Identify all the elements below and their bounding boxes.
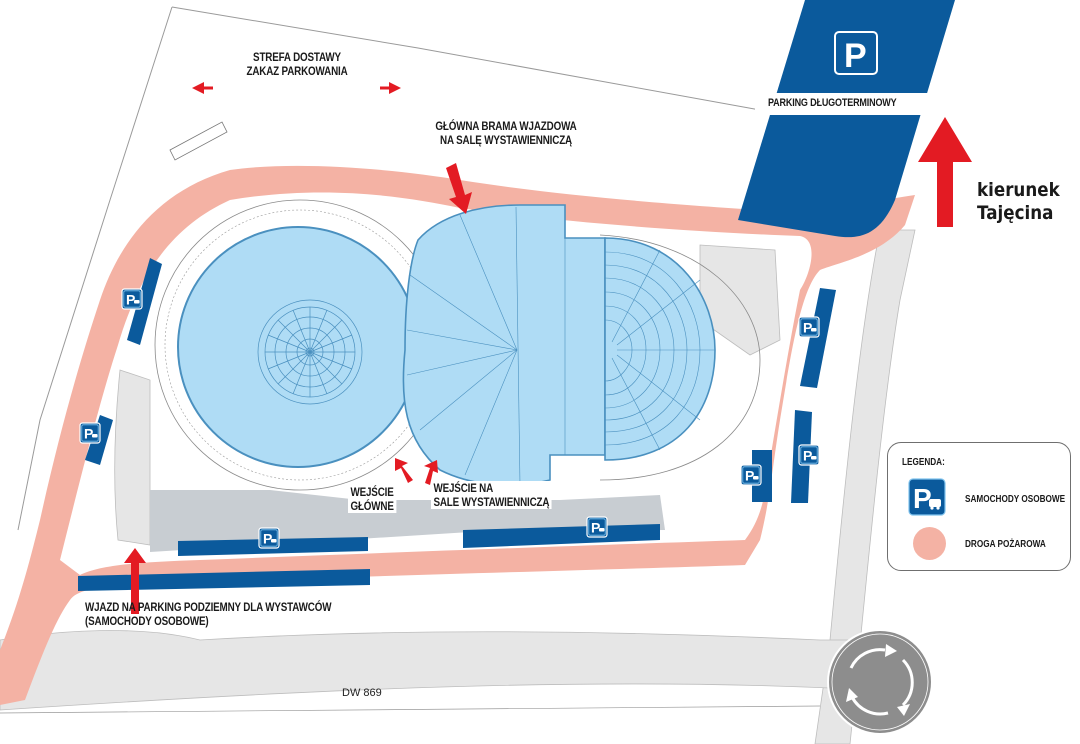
direction-line-2: Tajęcina xyxy=(977,201,1054,224)
main-gate-line-2: NA SALĘ WYSTAWIENNICZĄ xyxy=(440,133,572,148)
car-parking-icon: P xyxy=(908,478,946,516)
underground-entry-line-2: (SAMOCHODY OSOBOWE) xyxy=(85,614,209,629)
parking-strip-south-lower xyxy=(78,569,370,591)
long-term-parking-sign-icon: P xyxy=(834,31,878,75)
fire-road xyxy=(0,165,915,706)
delivery-zone-label: STREFA DOSTAWY ZAKAZ PARKOWANIA xyxy=(236,50,359,78)
exhibition-hall-center xyxy=(402,204,606,486)
parking-sign-icon xyxy=(79,422,101,444)
direction-label: kierunek Tajęcina xyxy=(977,179,1060,225)
site-boundary xyxy=(17,6,173,531)
long-term-parking-label: PARKING DŁUGOTERMINOWY xyxy=(768,97,897,109)
delivery-zone-line-1: STREFA DOSTAWY xyxy=(253,50,341,64)
parking-sign-icon xyxy=(798,444,820,466)
parking-strip-east-upper xyxy=(800,288,836,388)
building-outer-ring-east xyxy=(599,234,761,481)
paved-area-south xyxy=(0,630,871,711)
parking-sign-icon xyxy=(258,527,280,549)
hall-entrance-line-2: SALE WYSTAWIENNICZĄ xyxy=(433,495,550,510)
legend-panel: LEGENDA: P SAMOCHODY OSOBOWE DROGA POŻAR… xyxy=(887,442,1071,571)
road-edge xyxy=(0,705,821,714)
parking-strip-south-right xyxy=(463,524,660,548)
fire-road-swatch-icon xyxy=(913,527,946,560)
delivery-zone-line-2: ZAKAZ PARKOWANIA xyxy=(246,64,348,79)
road-label: DW 869 xyxy=(342,687,382,699)
hall-entrance-arrow-icon xyxy=(424,460,438,485)
hall-radial-lines xyxy=(406,206,566,486)
underground-entry-arrow-icon xyxy=(124,548,146,614)
parking-strip-east-small xyxy=(752,450,772,502)
main-gate-line-1: GŁÓWNA BRAMA WJAZDOWA xyxy=(435,119,577,133)
parking-sign-icon xyxy=(586,516,608,538)
legend-label-cars: SAMOCHODY OSOBOWE xyxy=(965,494,1066,505)
main-gate-arrow-icon xyxy=(446,163,472,214)
underground-entry-line-1: WJAZD NA PARKING PODZIEMNY DLA WYSTAWCÓW xyxy=(85,600,332,614)
svg-text:P: P xyxy=(844,37,867,75)
svg-text:P: P xyxy=(913,483,932,514)
dome-skylight xyxy=(257,299,363,405)
main-entrance-arrow-icon xyxy=(395,458,413,483)
roundabout-icon xyxy=(827,629,933,735)
long-term-parking-lot xyxy=(738,0,955,238)
legend-label-fire-road: DROGA POŻAROWA xyxy=(965,539,1046,550)
delivery-shelter xyxy=(169,121,228,161)
hall-entrance-line-1: WEJŚCIE NA xyxy=(433,481,494,495)
parking-sign-icon xyxy=(740,464,762,486)
main-entrance-label: WEJŚCIE GŁÓWNE xyxy=(348,485,397,514)
parking-strip-west-upper xyxy=(127,258,162,345)
site-boundary xyxy=(171,6,761,111)
paved-area-west xyxy=(114,369,151,546)
direction-line-1: kierunek xyxy=(977,179,1060,201)
underground-entry-label: WJAZD NA PARKING PODZIEMNY DLA WYSTAWCÓW… xyxy=(85,600,332,629)
main-entrance-line-2: GŁÓWNE xyxy=(350,499,394,514)
parking-sign-icon xyxy=(798,316,820,338)
hall-entrance-label: WEJŚCIE NA SALE WYSTAWIENNICZĄ xyxy=(431,481,552,510)
direction-arrow-icon xyxy=(918,117,972,227)
legend-title: LEGENDA: xyxy=(902,457,945,468)
parking-sign-icon xyxy=(121,288,143,310)
inner-island xyxy=(130,225,215,380)
main-gate-label: GŁÓWNA BRAMA WJAZDOWA NA SALĘ WYSTAWIENN… xyxy=(424,119,588,147)
main-entrance-line-1: WEJŚCIE xyxy=(350,485,394,499)
long-term-parking-label-band xyxy=(755,93,935,115)
